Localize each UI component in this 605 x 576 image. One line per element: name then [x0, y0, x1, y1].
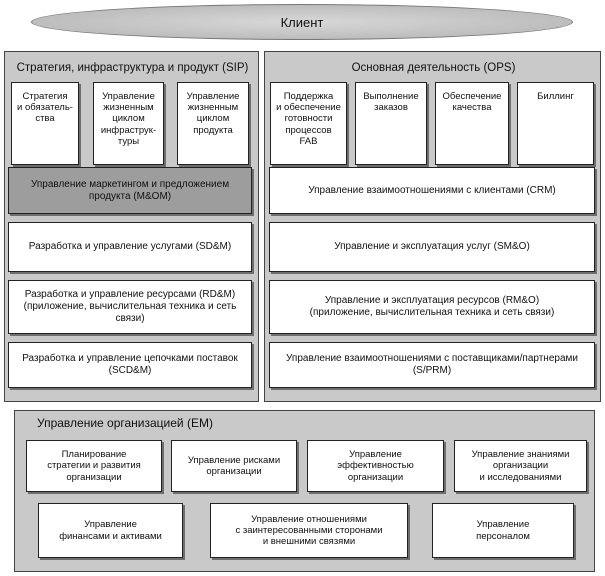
- client-label: Клиент: [280, 14, 324, 30]
- ops-column-fab-support: Поддержка и обеспечение готовности проце…: [270, 82, 347, 165]
- em-risk-management: Управление рисками организации: [171, 440, 297, 492]
- sip-row-marketing: Управление маркетингом и предложением пр…: [8, 167, 252, 214]
- sip-row-supply-chain: Разработка и управление цепочками постав…: [8, 342, 252, 388]
- sip-row-resource-development: Разработка и управление ресурсами (RD&M)…: [8, 280, 252, 334]
- ops-column-billing: Биллинг: [517, 82, 594, 165]
- em-performance-management: Управление эффективностью организации: [307, 440, 444, 492]
- em-knowledge-management: Управление знаниями организации и исслед…: [454, 440, 587, 492]
- sip-column-infrastructure-lifecycle: Управление жизненным циклом инфраструк- …: [93, 82, 164, 165]
- sip-title: Стратегия, инфраструктура и продукт (SIP…: [16, 62, 249, 74]
- sip-row-service-development: Разработка и управление услугами (SD&M): [8, 222, 252, 272]
- ops-row-service-operations: Управление и эксплуатация услуг (SM&O): [269, 222, 595, 272]
- em-stakeholder-relations: Управление отношениями с заинтересованны…: [210, 503, 408, 558]
- em-personnel: Управление персоналом: [432, 503, 574, 558]
- ops-title: Основная деятельность (OPS): [351, 62, 516, 74]
- ops-column-quality-assurance: Обеспечение качества: [435, 82, 509, 165]
- em-title: Управление организацией (EM): [37, 416, 213, 430]
- em-strategy-planning: Планирование стратегии и развития органи…: [26, 440, 162, 492]
- em-finance-assets: Управление финансами и активами: [38, 503, 183, 558]
- sip-column-strategy: Стратегия и обязатель- ства: [11, 82, 79, 165]
- sip-column-product-lifecycle: Управление жизненным циклом продукта: [177, 82, 249, 165]
- ops-row-resource-operations: Управление и эксплуатация ресурсов (RM&O…: [269, 280, 595, 334]
- ops-column-order-fulfillment: Выполнение заказов: [355, 82, 427, 165]
- client-ellipse: Клиент: [31, 4, 573, 40]
- ops-row-crm: Управление взаимоотношениями с клиентами…: [269, 167, 595, 214]
- ops-row-supplier-partner: Управление взаимоотношениями с поставщик…: [269, 342, 595, 388]
